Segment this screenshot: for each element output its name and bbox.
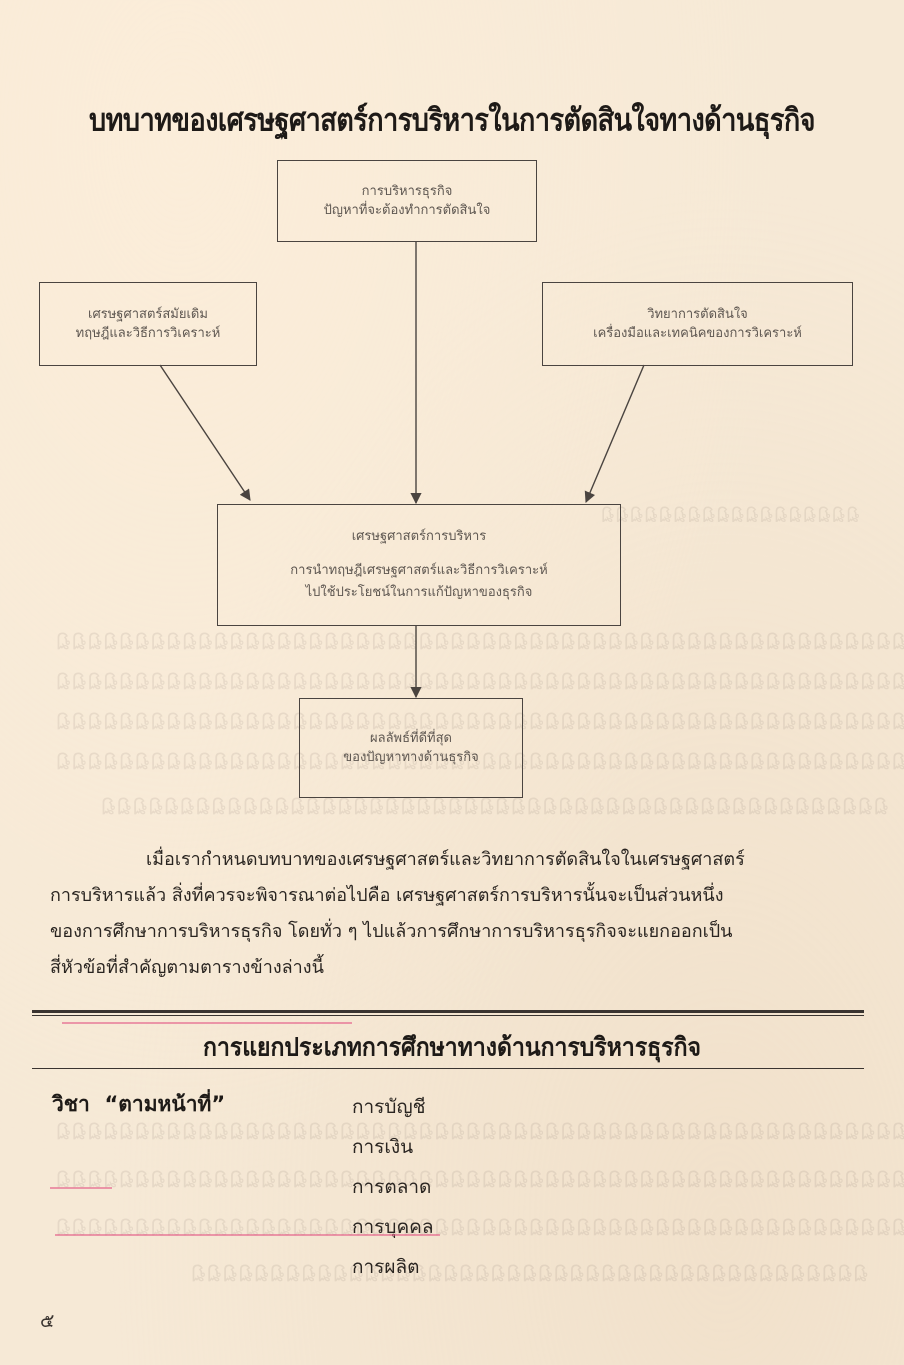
box-label: วิทยาการตัดสินใจ <box>647 307 748 322</box>
show-through-text: ฏฏฏฏฏฏฏฏฏฏฏฏฏฏฏฏฏฏฏฏฏฏฏฏฏฏฏฏฏฏฏฏฏฏฏฏฏฏฏฏ… <box>55 1212 904 1237</box>
function-item: การผลิต <box>352 1256 420 1278</box>
optimal-solution-box: ผลลัพธ์ที่ดีที่สุด ของปัญหาทางด้านธุรกิจ <box>299 698 523 798</box>
function-item: การบัญชี <box>352 1096 426 1118</box>
function-item: การเงิน <box>352 1136 414 1158</box>
function-item: การบุคคล <box>352 1216 434 1238</box>
text-segment: สิ่งที่ควรจะพิจารณาต่อไปคือ <box>171 885 391 906</box>
pink-annotation-mark <box>50 1187 112 1189</box>
section-rule-bottom <box>32 1068 864 1070</box>
decision-sciences-box: วิทยาการตัดสินใจ เครื่องมือและเทคนิคของก… <box>542 282 853 366</box>
box-label: การบริหารธุรกิจ <box>361 184 453 199</box>
business-management-box: การบริหารธุรกิจ ปัญหาที่จะต้องทำการตัดสิ… <box>277 160 537 242</box>
paragraph-line: การบริหารแล้ว สิ่งที่ควรจะพิจารณาต่อไปคื… <box>50 878 860 914</box>
box-label: ไปใช้ประโยชน์ในการแก้ปัญหาของธุรกิจ <box>305 585 533 600</box>
body-paragraph: เมื่อเรากำหนดบทบาทของเศรษฐศาสตร์และวิทยา… <box>50 842 860 986</box>
box-label: เศรษฐศาสตร์สมัยเดิม <box>88 307 208 322</box>
page-number: ๕ <box>40 1310 55 1332</box>
pink-annotation-mark <box>62 1022 352 1024</box>
subject-label: วิชา “ตามหน้าที่” <box>52 1092 226 1116</box>
pink-annotation-mark <box>55 1234 440 1236</box>
box-label: ผลลัพธ์ที่ดีที่สุด <box>369 731 452 746</box>
box-label: ของปัญหาทางด้านธุรกิจ <box>343 750 479 765</box>
box-label: เศรษฐศาสตร์การบริหาร <box>351 529 487 544</box>
section-title: การแยกประเภทการศึกษาทางด้านการบริหารธุรก… <box>203 1033 701 1063</box>
paragraph-line: ของการศึกษาการบริหารธุรกิจ โดยทั่ว ๆ ไปแ… <box>50 914 860 950</box>
paragraph-line: เมื่อเรากำหนดบทบาทของเศรษฐศาสตร์และวิทยา… <box>146 849 745 870</box>
box-label: ทฤษฎีและวิธีการวิเคราะห์ <box>75 326 221 341</box>
managerial-economics-box: เศรษฐศาสตร์การบริหาร การนำทฤษฎีเศรษฐศาสต… <box>217 504 621 626</box>
paragraph-line: สี่หัวข้อที่สำคัญตามตารางข้างล่างนี้ <box>50 957 324 978</box>
box-label: การนำทฤษฎีเศรษฐศาสตร์และวิธีการวิเคราะห์ <box>290 563 548 578</box>
text-segment: โดยทั่ว ๆ ไปแล้วการศึกษาการบริหารธุรกิจจ… <box>288 921 733 942</box>
box-label: เครื่องมือและเทคนิคของการวิเคราะห์ <box>593 326 802 341</box>
show-through-text: ฏฏฏฏฏฏฏฏฏฏฏฏฏฏฏฏฏฏฏฏฏฏฏฏฏฏฏฏฏฏฏฏฏฏฏฏฏฏฏฏ… <box>55 1164 904 1189</box>
text-segment: เศรษฐศาสตร์การบริหารนั้นจะเป็นส่วนหนึ่ง <box>396 885 724 906</box>
diagram-arrows <box>159 241 645 699</box>
show-through-text: ฏฏฏฏฏฏฏฏฏฏฏฏฏฏฏฏฏฏฏฏฏฏฏฏฏฏฏฏฏฏฏฏฏฏฏฏฏฏฏฏ… <box>190 1258 869 1283</box>
box-label: ปัญหาที่จะต้องทำการตัดสินใจ <box>323 203 491 218</box>
page-title: บทบาทของเศรษฐศาสตร์การบริหารในการตัดสินใ… <box>89 102 816 139</box>
text-segment: ของการศึกษาการบริหารธุรกิจ <box>50 921 283 942</box>
text-segment: การบริหารแล้ว <box>50 885 167 906</box>
function-item: การตลาด <box>352 1176 432 1198</box>
section-rule-top-thin <box>32 1015 864 1017</box>
functions-list: การบัญชี การเงิน การตลาด การบุคคล การผลิ… <box>352 1090 434 1290</box>
traditional-economics-box: เศรษฐศาสตร์สมัยเดิม ทฤษฎีและวิธีการวิเคร… <box>39 282 257 366</box>
section-rule-top <box>32 1010 864 1013</box>
